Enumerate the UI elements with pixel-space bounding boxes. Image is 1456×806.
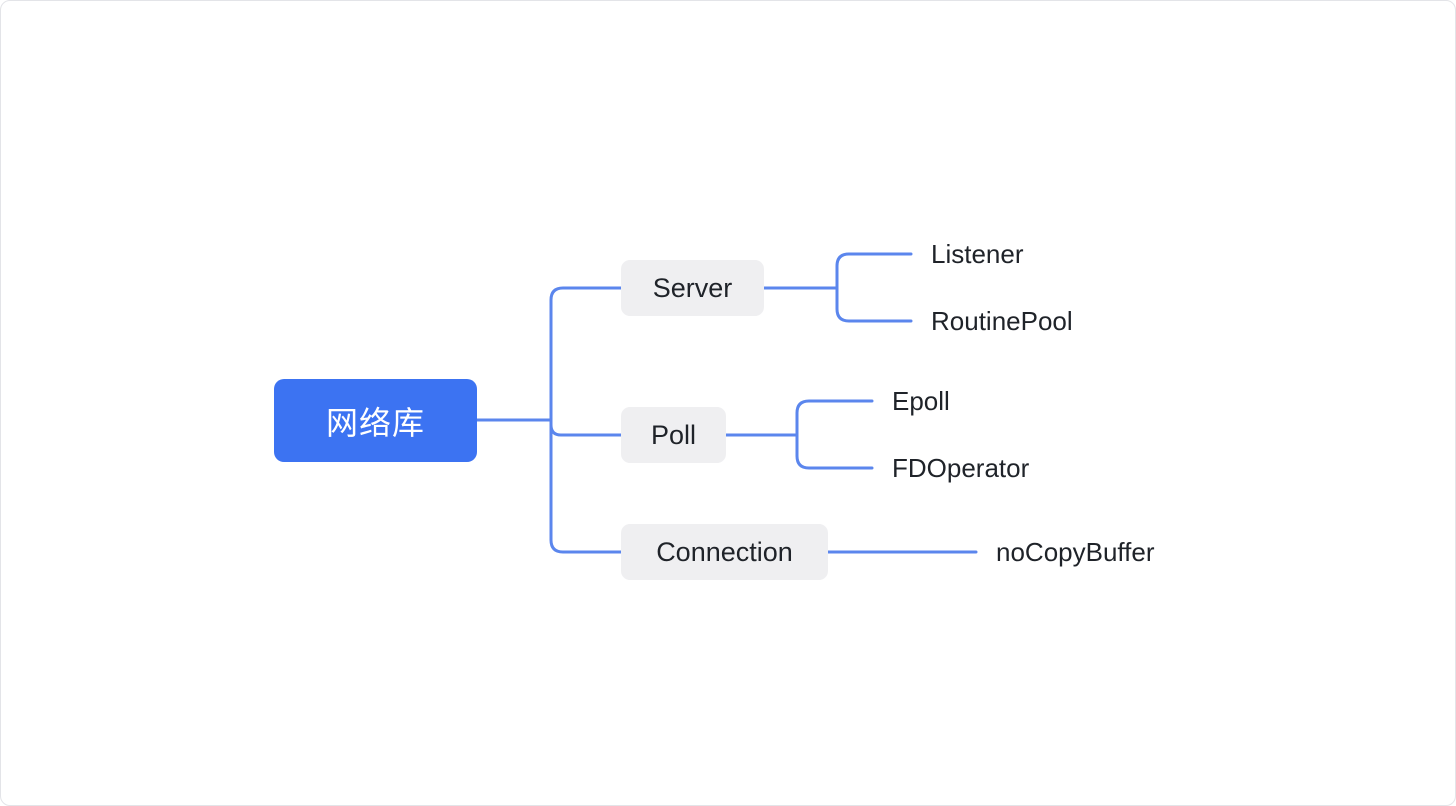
mindmap-branch-node-connection[interactable]: Connection	[621, 524, 828, 580]
mindmap-branch-node-server[interactable]: Server	[621, 260, 764, 316]
mindmap-leaf-node-label: noCopyBuffer	[996, 537, 1155, 567]
mindmap-branch-node-poll[interactable]: Poll	[621, 407, 726, 463]
edge-poll-to-epoll	[795, 399, 874, 437]
edge-spine-down	[549, 418, 623, 554]
edge-spine-up	[549, 286, 623, 422]
edge-server-to-routinepool	[835, 286, 913, 323]
mindmap-leaf-node-fdoperator[interactable]: FDOperator	[892, 453, 1032, 484]
mindmap-branch-node-label: Poll	[650, 419, 697, 450]
mindmap-leaf-node-label: RoutinePool	[931, 306, 1073, 336]
edge-poll-to-fdoperator	[795, 433, 874, 470]
mindmap-root-node-label: 网络库	[325, 404, 425, 441]
edge-server-to-listener	[835, 252, 913, 290]
mindmap-root-node-root[interactable]: 网络库	[274, 379, 477, 462]
mindmap-leaf-node-label: Epoll	[892, 386, 950, 416]
mindmap-branch-node-label: Server	[652, 272, 733, 303]
mindmap-leaf-node-nocopybuffer[interactable]: noCopyBuffer	[996, 537, 1158, 568]
mindmap-leaf-node-label: FDOperator	[892, 453, 1030, 483]
mindmap-leaf-node-label: Listener	[931, 239, 1024, 269]
mindmap-leaf-node-listener[interactable]: Listener	[931, 239, 1027, 270]
edge-spine-mid	[549, 418, 623, 437]
mindmap-branch-node-label: Connection	[656, 536, 793, 567]
mindmap-leaf-node-epoll[interactable]: Epoll	[892, 386, 954, 417]
mindmap-leaf-node-routinepool[interactable]: RoutinePool	[931, 306, 1073, 337]
